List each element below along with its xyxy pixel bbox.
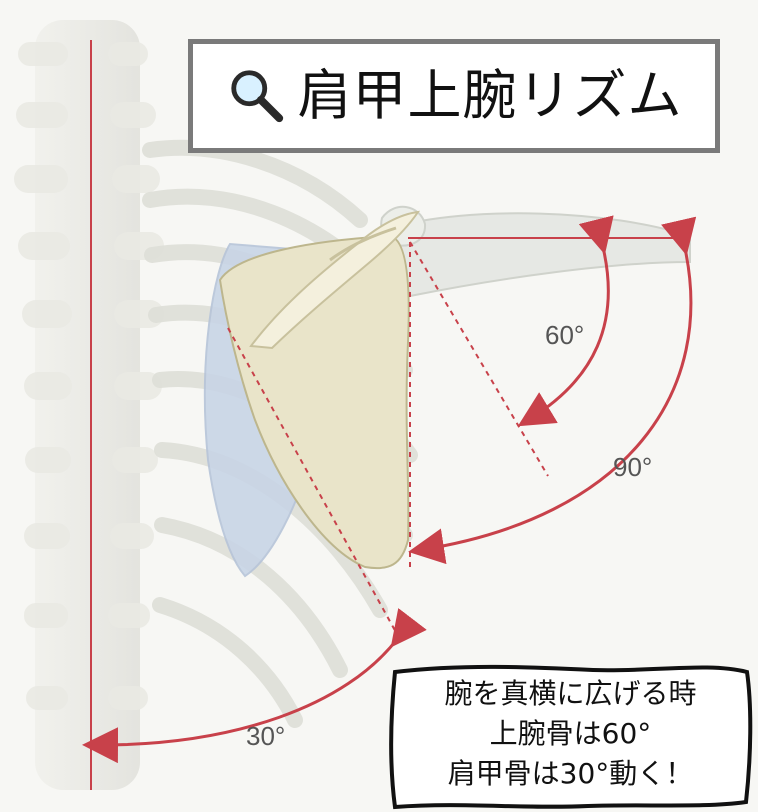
humerus: [381, 207, 690, 296]
title-text: 肩甲上腕リズム: [298, 69, 683, 123]
callout-line-1: 腕を真横に広げる時: [383, 674, 758, 714]
callout-line-3: 肩甲骨は30°動く！: [383, 754, 758, 794]
explanation-callout: 腕を真横に広げる時 上腕骨は60° 肩甲骨は30°動く！: [383, 662, 758, 812]
angle-label-90: 90°: [613, 454, 652, 480]
magnifier-icon: [226, 65, 288, 127]
title-box: 肩甲上腕リズム: [188, 39, 720, 153]
angle-label-60: 60°: [545, 322, 584, 348]
spine: [14, 20, 164, 790]
angle-label-30: 30°: [246, 723, 285, 749]
callout-line-2: 上腕骨は60°: [383, 714, 758, 754]
arc-90: [420, 244, 691, 550]
